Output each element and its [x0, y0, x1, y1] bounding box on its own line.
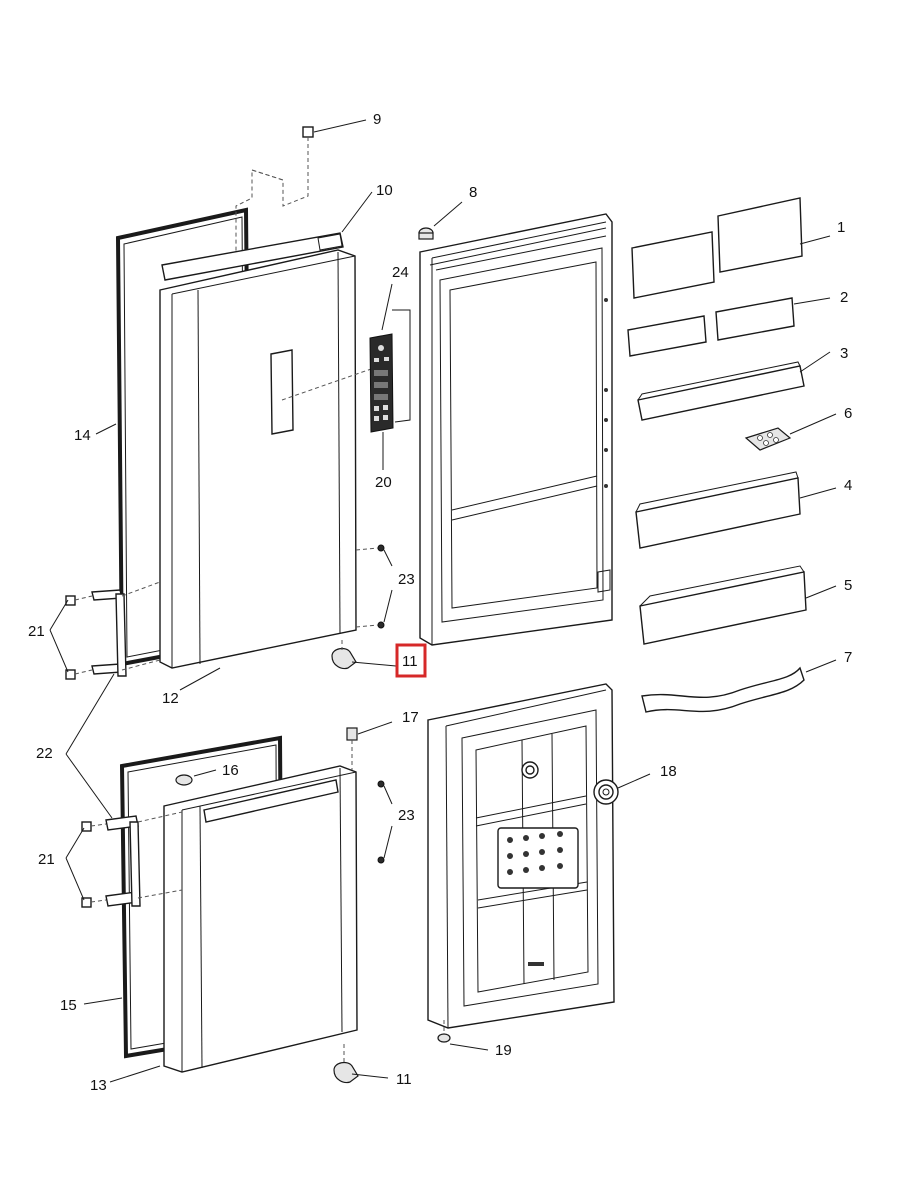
- label-18: 18: [660, 763, 677, 780]
- label-6: 6: [844, 405, 852, 422]
- part-16-plug: [175, 774, 193, 786]
- label-19: 19: [495, 1042, 512, 1059]
- part-11-hinge-upper: [331, 640, 357, 670]
- part-4-door-bin: [635, 471, 801, 549]
- part-12-upper-door: [159, 249, 375, 669]
- part-10-top-trim: [161, 232, 344, 281]
- part-labels: 9 10 8 1 2 24 3 6 14 20 4 23 5 21 7 11 1…: [28, 111, 852, 1094]
- label-21-top: 21: [28, 623, 45, 640]
- part-6-egg-tray: [744, 427, 792, 451]
- label-23-bottom: 23: [398, 807, 415, 824]
- highlight-box: [395, 643, 427, 678]
- part-5-bottle-bin: [639, 565, 807, 645]
- label-5: 5: [844, 577, 852, 594]
- part-3-door-shelf: [637, 361, 805, 421]
- label-14: 14: [74, 427, 91, 444]
- part-19-foot: [437, 1020, 451, 1043]
- label-22: 22: [36, 745, 53, 762]
- label-12: 12: [162, 690, 179, 707]
- part-1-shelf-covers: [631, 197, 803, 299]
- label-10: 10: [376, 182, 393, 199]
- label-11-bottom: 11: [396, 1071, 412, 1088]
- label-11-top: 11: [402, 653, 418, 670]
- label-3: 3: [840, 345, 848, 362]
- part-23-screws-lower: [377, 780, 385, 864]
- part-17-stopper: [346, 727, 358, 770]
- part-2-small-covers: [627, 297, 795, 357]
- label-20: 20: [375, 474, 392, 491]
- leader-lines: [49, 119, 837, 1083]
- part-13-lower-door: [163, 765, 358, 1073]
- label-4: 4: [844, 477, 852, 494]
- part-9-clip: [235, 126, 314, 262]
- lower-inner-door-liner: [427, 683, 615, 1029]
- label-21-bottom: 21: [38, 851, 55, 868]
- part-7-bottle-retainer: [641, 666, 805, 713]
- label-8: 8: [469, 184, 477, 201]
- label-24: 24: [392, 264, 409, 281]
- upper-inner-door-liner: [419, 213, 613, 646]
- part-11-hinge-lower: [333, 1044, 359, 1084]
- part-23-screws-upper: [355, 544, 385, 629]
- part-21-22-hinge-bracket-lower: [81, 811, 183, 908]
- label-7: 7: [844, 649, 852, 666]
- part-18-knob: [593, 779, 619, 805]
- label-13: 13: [90, 1077, 107, 1094]
- part-8-stopper: [418, 227, 434, 240]
- label-16: 16: [222, 762, 239, 779]
- label-15: 15: [60, 997, 77, 1014]
- label-9: 9: [373, 111, 381, 128]
- label-2: 2: [840, 289, 848, 306]
- label-17: 17: [402, 709, 419, 726]
- part-20-display-panel: [369, 309, 411, 433]
- label-23-top: 23: [398, 571, 415, 588]
- part-21-22-hinge-bracket-upper: [65, 581, 161, 680]
- label-1: 1: [837, 219, 845, 236]
